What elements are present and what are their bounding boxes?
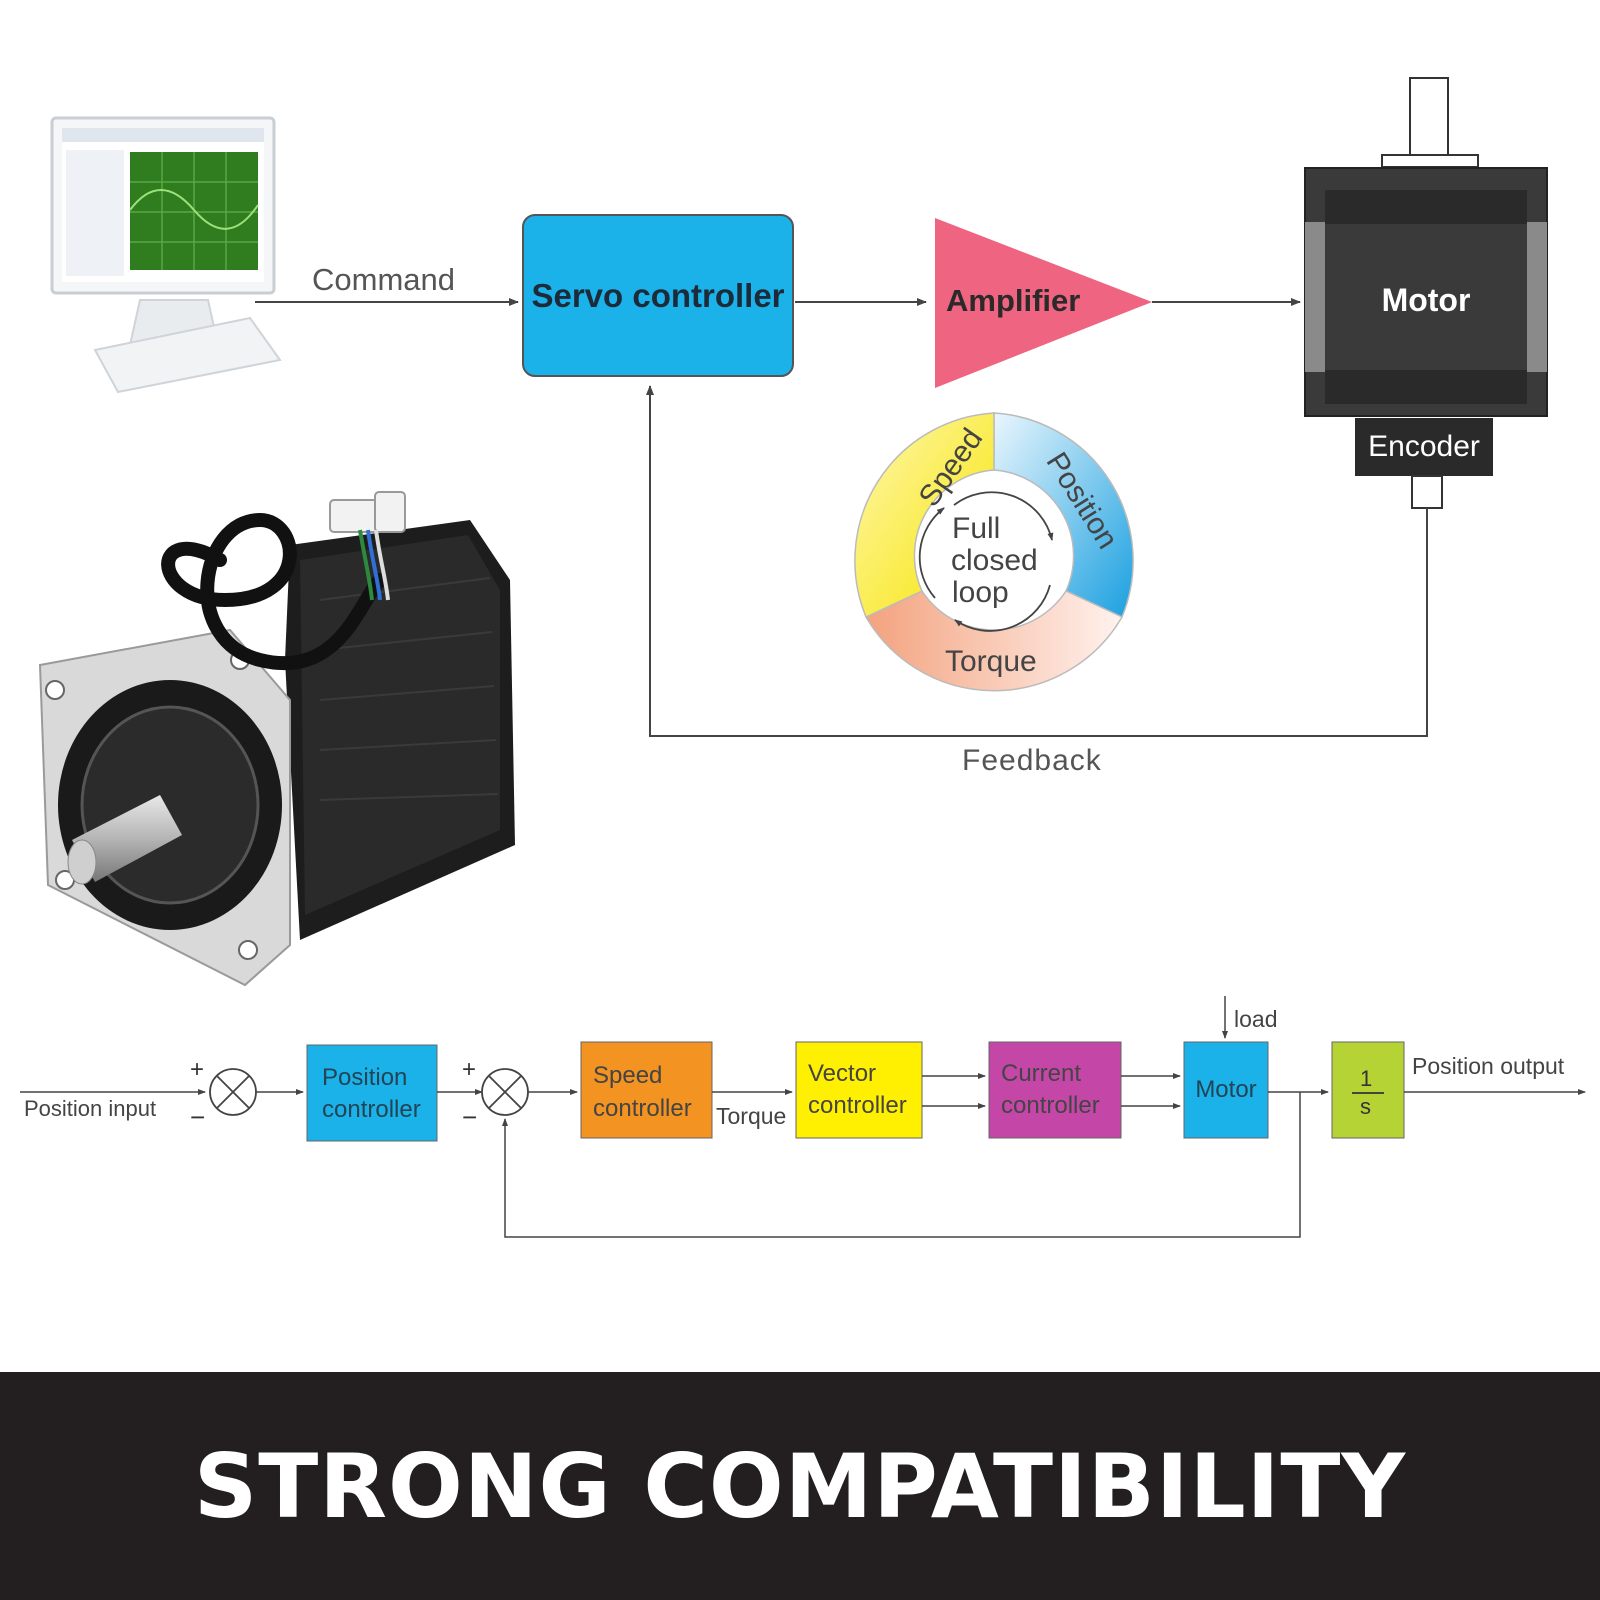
motor-block-label: Motor bbox=[1195, 1076, 1257, 1104]
position-controller-block bbox=[306, 1044, 438, 1142]
motor-block bbox=[1183, 1041, 1269, 1139]
current-controller-label-1: Current bbox=[1001, 1060, 1082, 1087]
motor-graphic bbox=[1304, 77, 1548, 509]
load-label: load bbox=[1234, 1006, 1278, 1032]
footer-banner: STRONG COMPATIBILITY bbox=[0, 1372, 1600, 1600]
motor-label: Motor bbox=[1381, 281, 1471, 318]
feedback-loop-line bbox=[646, 385, 1428, 737]
speed-controller-block bbox=[580, 1041, 713, 1139]
position-output-label: Position output bbox=[1412, 1053, 1565, 1079]
amplifier-triangle bbox=[935, 218, 1152, 388]
feedback-label: Feedback bbox=[962, 744, 1102, 777]
integrator-block bbox=[1331, 1041, 1405, 1139]
vector-controller-block bbox=[795, 1041, 923, 1139]
speed-controller-label-2: controller bbox=[593, 1095, 692, 1122]
encoder-label: Encoder bbox=[1368, 429, 1480, 463]
loop-center-line-3: loop bbox=[952, 576, 1009, 609]
plus-sign-2: + bbox=[462, 1056, 477, 1083]
position-controller-label-2: controller bbox=[322, 1096, 421, 1123]
minus-sign-1: − bbox=[190, 1102, 206, 1132]
ring-segment-torque bbox=[864, 590, 1124, 692]
loop-center-line-2: closed bbox=[951, 544, 1038, 577]
ring-segment-speed bbox=[854, 412, 995, 619]
loop-center-line-1: Full bbox=[952, 512, 1001, 545]
inner-feedback-line bbox=[502, 1092, 1301, 1238]
vector-controller-label-1: Vector bbox=[808, 1060, 877, 1087]
integrator-denominator: s bbox=[1360, 1094, 1371, 1119]
summing-junction-2 bbox=[481, 1068, 529, 1116]
servo-controller-block bbox=[522, 214, 794, 377]
computer-monitor-icon bbox=[50, 116, 282, 394]
banner-title: STRONG COMPATIBILITY bbox=[193, 1434, 1407, 1538]
position-input-label: Position input bbox=[24, 1096, 157, 1121]
minus-sign-2: − bbox=[462, 1102, 478, 1132]
servo-controller-label: Servo controller bbox=[531, 276, 785, 314]
current-controller-label-2: controller bbox=[1001, 1092, 1100, 1119]
amplifier-label: Amplifier bbox=[946, 283, 1081, 318]
current-controller-block bbox=[988, 1041, 1122, 1139]
integrator-numerator: 1 bbox=[1360, 1066, 1373, 1091]
summing-junction-1 bbox=[209, 1068, 257, 1116]
command-label: Command bbox=[312, 262, 455, 297]
servo-motor-photo bbox=[38, 491, 515, 987]
ring-segment-position bbox=[993, 412, 1134, 619]
loop-segment-torque: Torque bbox=[945, 645, 1037, 678]
torque-label: Torque bbox=[716, 1103, 787, 1129]
closed-loop-ring bbox=[854, 412, 1134, 692]
position-controller-label-1: Position bbox=[322, 1064, 408, 1091]
speed-controller-label-1: Speed bbox=[593, 1062, 663, 1089]
plus-sign-1: + bbox=[190, 1056, 205, 1083]
diagram-svg bbox=[20, 77, 1586, 1238]
vector-controller-label-2: controller bbox=[808, 1092, 907, 1119]
